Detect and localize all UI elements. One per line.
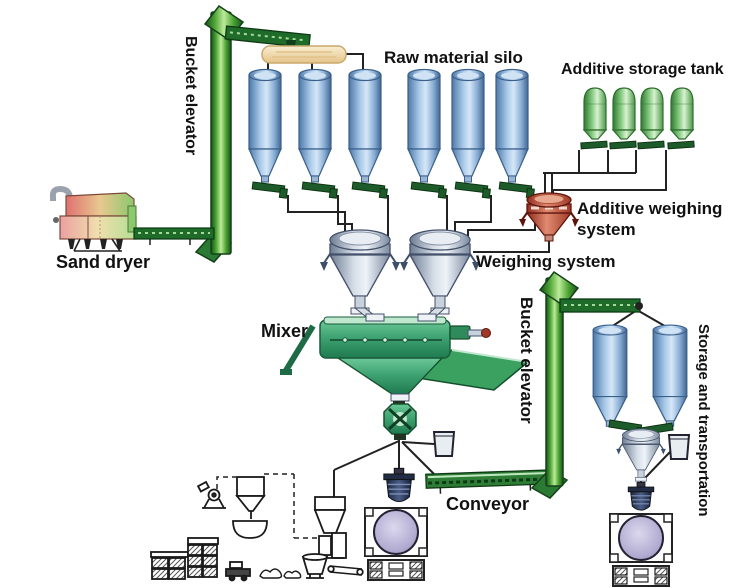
truck-loading-hopper [615,428,667,482]
right-bucket-elevator [530,270,643,499]
storage-silo-2 [652,324,688,427]
weigh-hopper-right [399,229,481,315]
dryer-discharge-conveyor [133,227,215,245]
additive-tank-4 [670,87,694,140]
label-mixer: Mixer [261,321,309,341]
silo-screw-conveyor [498,181,536,199]
label-additive-weighing-system: Additive weighing system [577,199,723,240]
label-storage-and-transportation: Storage and transportation [695,324,712,517]
process-pipes [267,53,671,515]
mixer-outlet-flange [390,393,410,402]
raw-material-silos [248,68,536,199]
elevator-head [538,270,580,308]
raw-silo-1 [248,68,282,183]
label-weighing-system: Weighing system [476,252,616,271]
right-bulk-truck [609,513,673,587]
silo-screw-conveyor [410,181,448,199]
additive-weighing-hopper [519,192,579,242]
dryer-legs [68,239,123,249]
mixer-inlet-flange [365,313,385,322]
elevator-boom [224,25,311,49]
roller-feeder [225,561,251,582]
mixer-inlet-flange [417,313,437,322]
raw-silo-5 [451,68,485,183]
label-raw-material-silo: Raw material silo [384,48,523,67]
mixer-support-left [280,324,316,375]
dryer-wheel [53,217,59,223]
pallet-stacks [150,537,219,580]
label-sand-dryer: Sand dryer [56,252,151,272]
diverter-valve [383,401,417,440]
additive-tank-3 [640,87,664,140]
weigh-hopper-left [319,229,401,315]
label-bucket-elevator-right: Bucket elevator [517,297,536,424]
surge-bin-right [668,434,690,460]
additive-tank-2 [612,87,636,140]
mixer-motor [449,325,471,340]
silo-screw-conveyor [251,181,289,199]
silo-screw-conveyor [351,181,389,199]
mixer-machine [280,313,530,402]
storage-silo-1 [592,324,628,427]
filled-bags [259,568,302,579]
discharge-conveyor [425,469,555,494]
blower-fan [196,480,226,509]
cyclone-packer [313,496,347,559]
tank-screw-conveyors [580,140,695,150]
label-additive-storage-tank: Additive storage tank [561,61,724,78]
elevator-boom [559,298,643,313]
tub-and-belt [301,553,364,579]
raw-silo-3 [348,68,382,183]
dryer-outlet-duct [127,205,137,233]
label-conveyor: Conveyor [446,494,530,514]
additive-storage-tanks [580,87,695,150]
additive-tank-1 [583,87,607,140]
silo-screw-conveyor [301,181,339,199]
left-bucket-elevator [194,4,311,263]
storage-silos [592,324,688,441]
weighing-hoppers [319,229,481,321]
packing-line-art [150,476,364,582]
center-bulk-truck [364,507,428,581]
surge-bin-center [433,431,455,457]
raw-silo-6 [495,68,529,183]
sand-dryer-machine [49,185,215,252]
raw-silo-4 [407,68,441,183]
silo-screw-conveyor [454,181,492,199]
label-bucket-elevator-left: Bucket elevator [182,36,199,156]
bag-filling-hopper [232,476,268,539]
right-packer [627,481,655,511]
elevator-column [210,11,232,255]
dashed-ducts [216,473,317,539]
vibrating-screener [261,45,347,64]
valve-handwheel [481,328,491,338]
center-packer [383,467,415,503]
raw-silo-2 [298,68,332,183]
